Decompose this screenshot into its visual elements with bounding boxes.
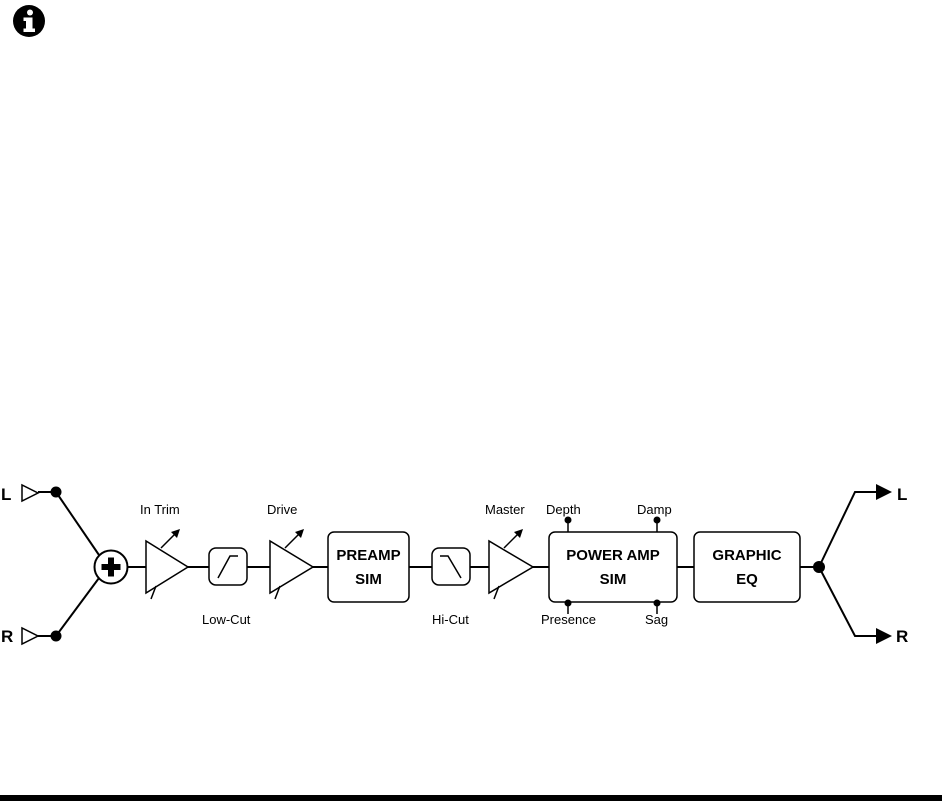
arrow-right-icon bbox=[876, 484, 892, 500]
low-cut-label: Low-Cut bbox=[202, 612, 251, 627]
arrow-right-icon bbox=[876, 628, 892, 644]
master-label: Master bbox=[485, 502, 525, 517]
in-trim-label: In Trim bbox=[140, 502, 180, 517]
hi-cut-filter bbox=[431, 547, 471, 586]
low-cut-filter bbox=[208, 547, 248, 586]
power-amp-sim-label-line1: POWER AMP bbox=[566, 547, 660, 564]
input-right-label: R bbox=[1, 627, 13, 646]
info-icon bbox=[13, 5, 45, 37]
power-amp-sim-label-line2: SIM bbox=[600, 571, 627, 588]
output-right-label: R bbox=[896, 627, 908, 646]
triangle-input-icon bbox=[21, 626, 40, 646]
depth-tap-node bbox=[564, 516, 572, 524]
drive-label: Drive bbox=[267, 502, 297, 517]
graphic-eq-label-line2: EQ bbox=[736, 571, 758, 588]
preamp-sim-label-line1: PREAMP bbox=[336, 547, 400, 564]
depth-label: Depth bbox=[546, 502, 581, 517]
input-left-to-sum bbox=[55, 491, 100, 556]
output-left-label: L bbox=[897, 485, 907, 504]
triangle-input-icon bbox=[21, 483, 40, 503]
hi-cut-label: Hi-Cut bbox=[432, 612, 469, 627]
input-right-to-sum bbox=[55, 577, 100, 637]
output-left-wire bbox=[818, 491, 879, 568]
plus-icon bbox=[93, 549, 129, 585]
damp-label: Damp bbox=[637, 502, 672, 517]
drive-amplifier bbox=[269, 529, 315, 600]
preamp-sim-label-line2: SIM bbox=[355, 571, 382, 588]
power-amp-sim-block bbox=[548, 531, 678, 603]
sag-label: Sag bbox=[645, 612, 668, 627]
input-left-label: L bbox=[1, 485, 11, 504]
sag-tap-node bbox=[653, 599, 661, 607]
presence-tap-node bbox=[564, 599, 572, 607]
in-trim-amplifier bbox=[145, 529, 190, 600]
graphic-eq-label-line1: GRAPHIC bbox=[712, 547, 781, 564]
preamp-sim-block bbox=[327, 531, 410, 603]
damp-tap-node bbox=[653, 516, 661, 524]
presence-label: Presence bbox=[541, 612, 596, 627]
output-right-wire bbox=[818, 566, 879, 637]
graphic-eq-block bbox=[693, 531, 801, 603]
master-amplifier bbox=[488, 529, 535, 600]
footer-bar bbox=[0, 795, 942, 801]
